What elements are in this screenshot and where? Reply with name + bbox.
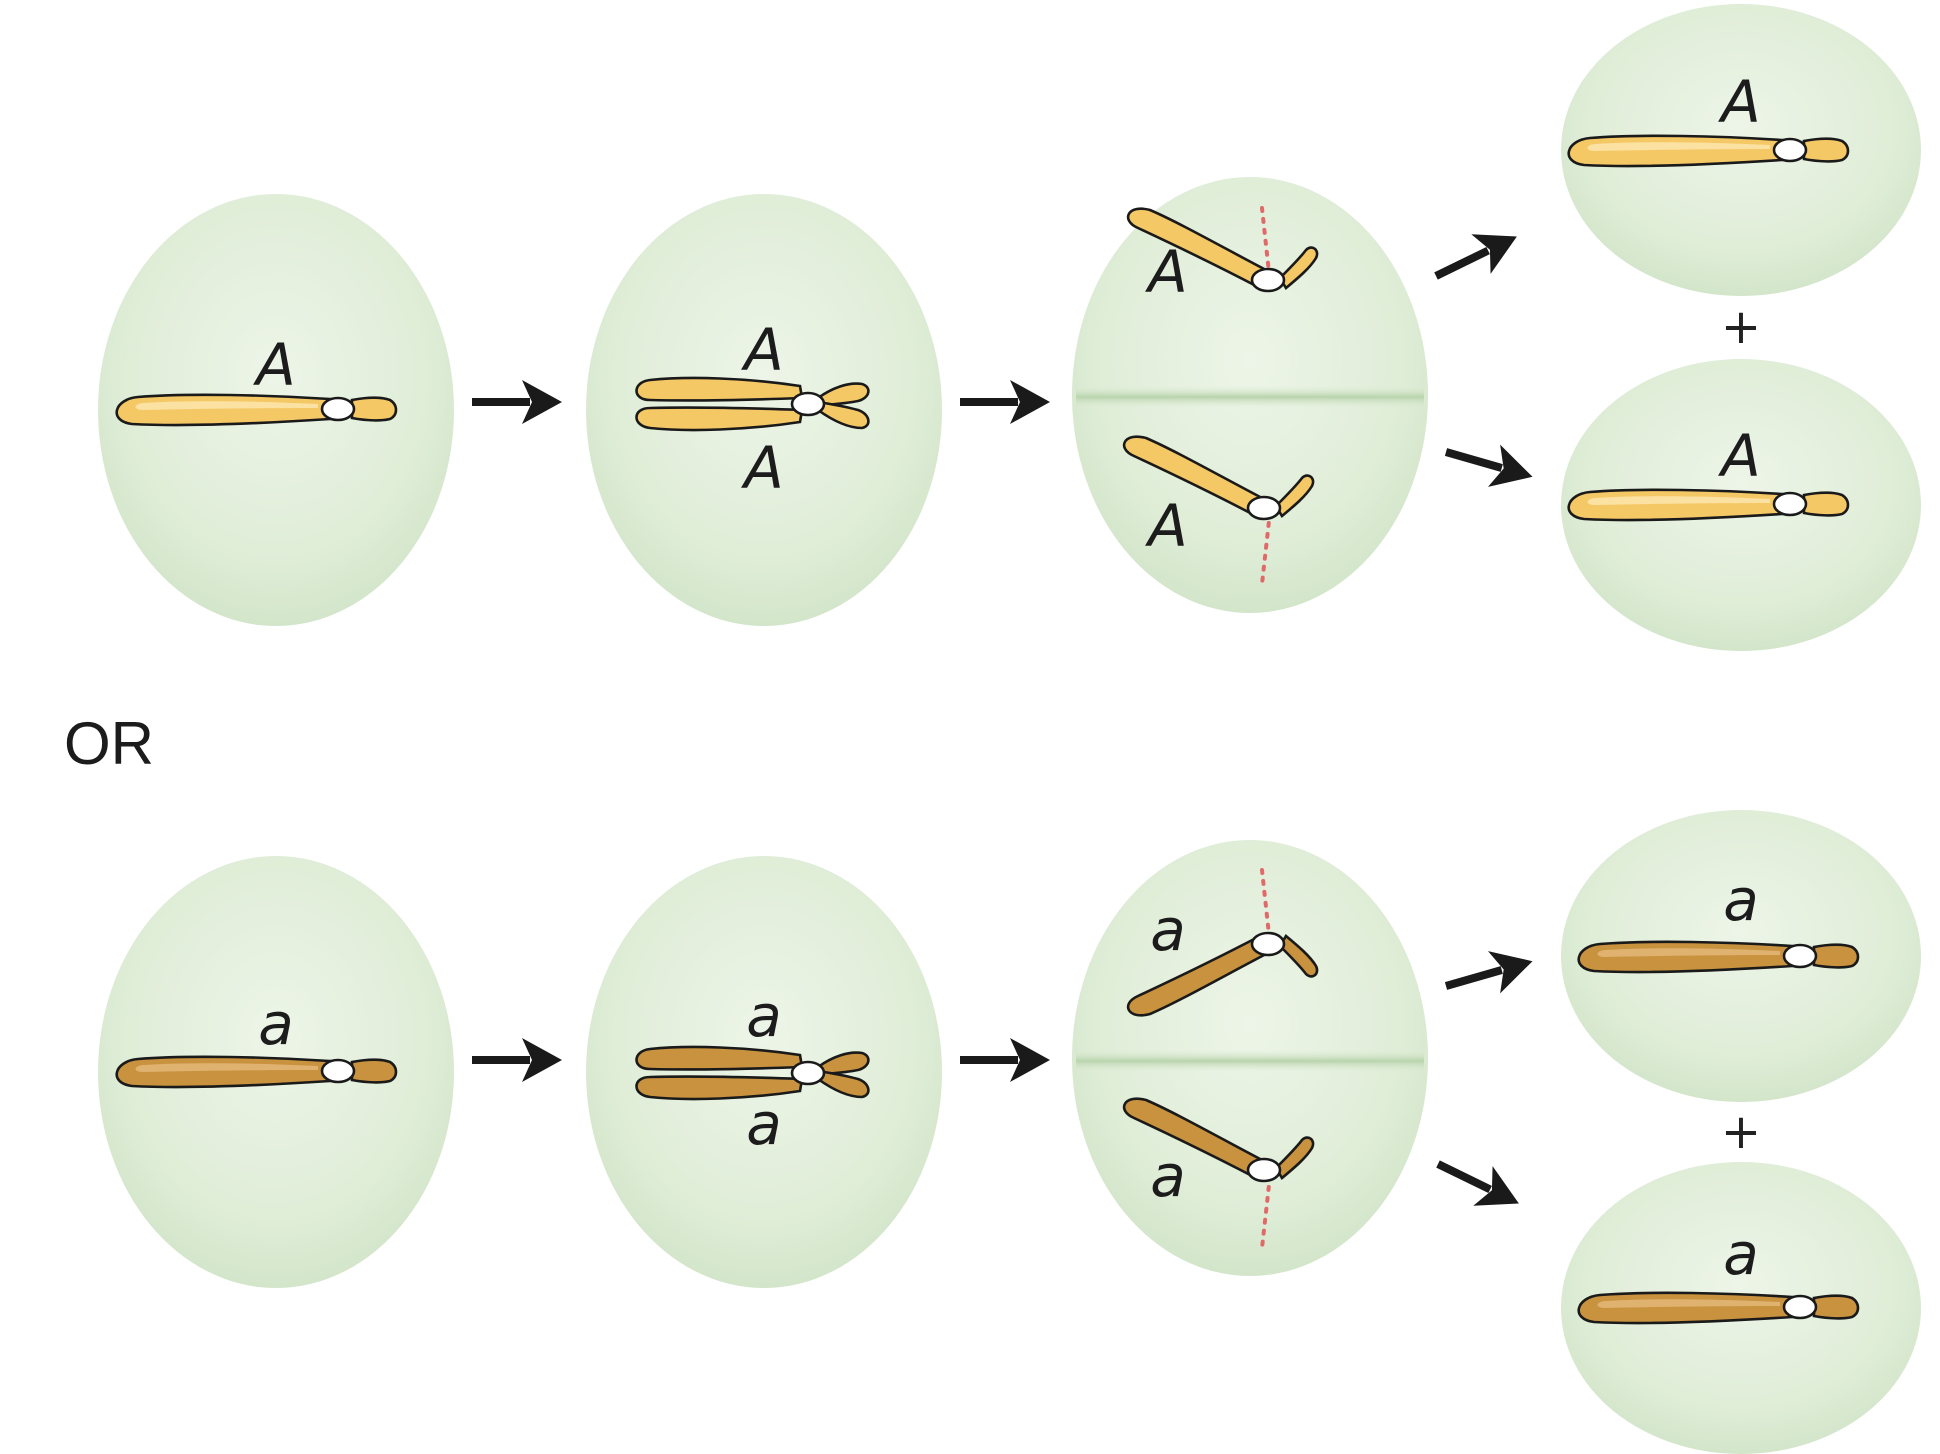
plus-sign: + [1721, 1104, 1761, 1160]
centromere [320, 1058, 356, 1084]
or-label: OR [64, 710, 154, 777]
arrow-icon [960, 380, 1050, 424]
arrow-icon [1426, 217, 1526, 296]
cleavage-furrow [1076, 386, 1424, 408]
arrow-icon [472, 1038, 562, 1082]
allele-label-top: a [746, 982, 782, 1050]
interphase-cell: A [98, 194, 454, 626]
cleavage-furrow [1076, 1050, 1424, 1072]
daughter-cell-bottom: a [1561, 1162, 1921, 1454]
allele-label: A [1717, 68, 1761, 136]
allele-label-top: A [740, 316, 784, 384]
arrow-icon [472, 380, 562, 424]
daughter-cell-top: A [1561, 4, 1921, 296]
allele-label-bottom: a [746, 1090, 782, 1158]
allele-label-top: a [1150, 896, 1186, 964]
duplicated-cell: A A [586, 194, 942, 626]
division-plane [1260, 206, 1272, 284]
division-plane [1260, 1174, 1272, 1250]
allele-label: a [1723, 1220, 1759, 1288]
arrow-icon [1428, 1144, 1528, 1223]
arrow-icon [960, 1038, 1050, 1082]
division-plane [1260, 868, 1272, 946]
allele-label: a [258, 990, 294, 1058]
centromere [320, 396, 356, 422]
arrow-icon [1440, 940, 1539, 1007]
daughter-cell-bottom: A [1561, 359, 1921, 651]
division-plane [1260, 510, 1272, 586]
allele-label-bottom: a [1150, 1142, 1186, 1210]
allele-label: A [252, 331, 296, 399]
chromosome [115, 393, 398, 427]
allele-label-bottom: A [740, 434, 784, 502]
interphase-cell: a [98, 856, 454, 1288]
arrow-icon [1440, 431, 1539, 498]
allele-label-bottom: A [1144, 492, 1188, 560]
row-allele-A: A A A A A [98, 4, 1921, 651]
anaphase-cell: a a [1072, 840, 1428, 1276]
plus-sign: + [1721, 299, 1761, 355]
daughter-cell-top: a [1561, 810, 1921, 1102]
allele-label-top: A [1144, 238, 1188, 306]
allele-label: A [1717, 422, 1761, 490]
duplicated-cell: a a [586, 856, 942, 1288]
allele-label: a [1723, 866, 1759, 934]
anaphase-cell: A A [1072, 177, 1428, 613]
row-allele-a: a a a a a [98, 810, 1921, 1454]
